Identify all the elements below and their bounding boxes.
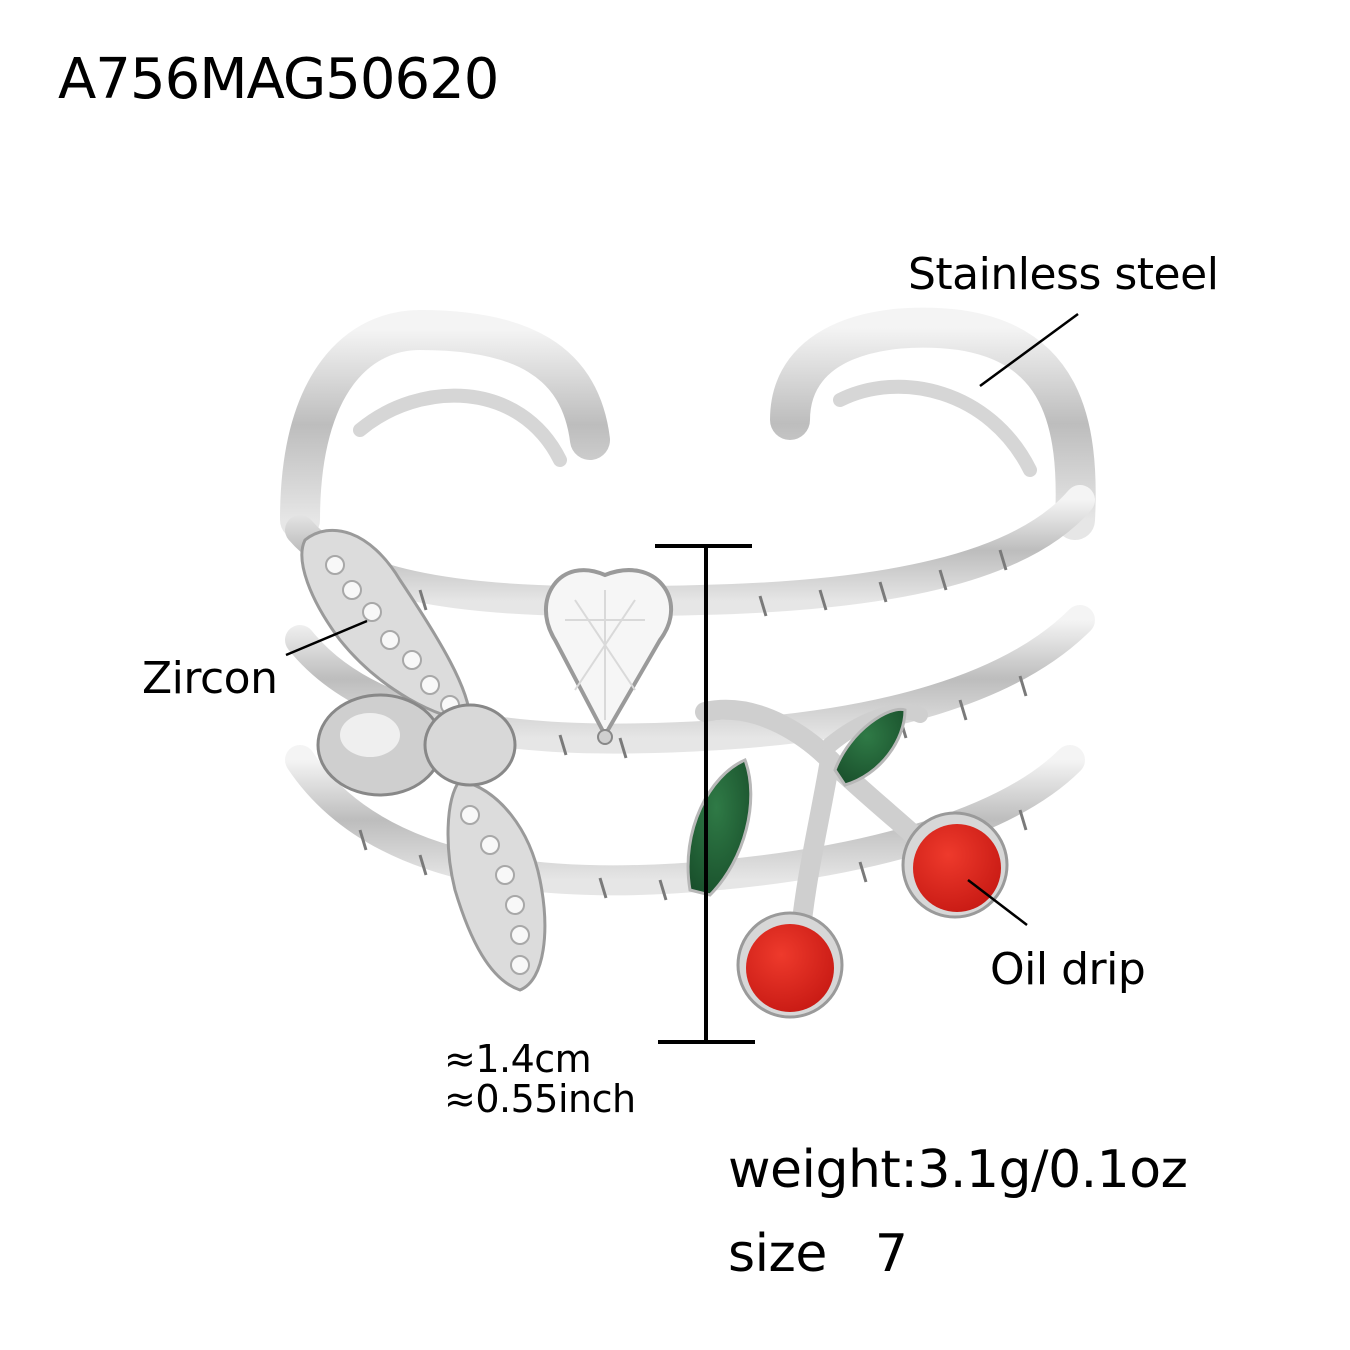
leaf-right — [833, 707, 907, 787]
cherry-left — [746, 924, 834, 1012]
steel-leader — [979, 312, 1079, 388]
cherry-right — [913, 824, 1001, 912]
size-spec: size 7 — [728, 1224, 908, 1284]
weight-spec: weight:3.1g/0.1oz — [728, 1140, 1188, 1200]
callout-lines — [285, 312, 1079, 926]
oil-drip-label: Oil drip — [990, 944, 1146, 995]
ring-back-bands — [280, 307, 1096, 540]
dimension-metric: ≈1.4cm — [444, 1037, 592, 1081]
oil-leader — [967, 879, 1028, 926]
product-sku: A756MAG50620 — [58, 47, 499, 112]
bee-charm — [300, 528, 547, 992]
leaf-left — [686, 758, 753, 897]
cherry-charm — [686, 699, 1009, 1019]
zircon-label: Zircon — [142, 653, 278, 704]
material-label: Stainless steel — [908, 249, 1219, 300]
dimension-label: ≈1.4cm ≈0.55inch — [444, 1037, 636, 1121]
zircon-leader — [285, 619, 368, 657]
zircon-stones — [325, 555, 530, 975]
dimension-imperial: ≈0.55inch — [444, 1076, 636, 1121]
dimension-marker — [655, 544, 755, 1044]
heart-zircon — [543, 568, 673, 745]
